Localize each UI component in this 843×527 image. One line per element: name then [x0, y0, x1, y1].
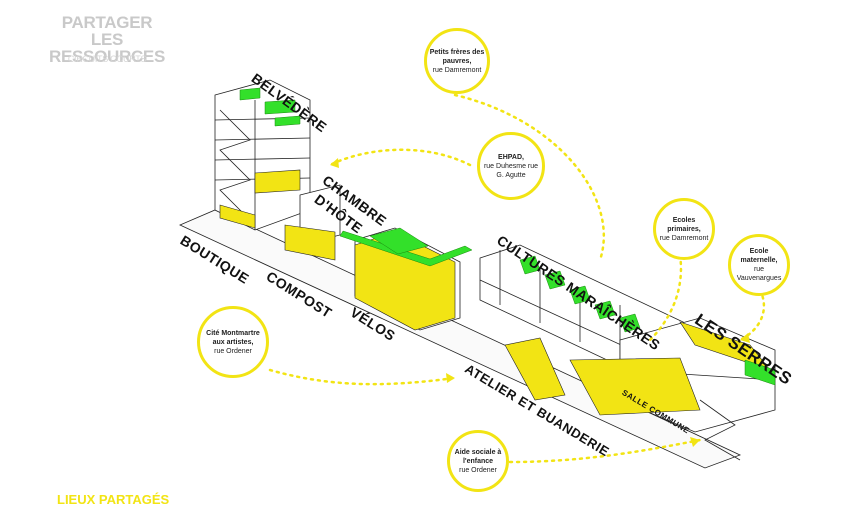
bubble-ehpad-street: rue Duhesme rue G. Agutte	[483, 162, 539, 179]
arrow-maternelle	[740, 333, 750, 343]
page-subtitle: CIRCUITS COURTS	[67, 54, 147, 64]
title-line-1: PARTAGER LES	[61, 13, 153, 49]
shared-zones	[219, 169, 771, 416]
bubble-petits-freres: Petits frères des pauvres, rue Damremont	[424, 28, 490, 94]
bubble-cite-montmartre-street: rue Ordener	[214, 347, 252, 355]
connector-petits-freres	[453, 93, 606, 262]
arrow-aide	[690, 437, 700, 447]
plot-chambre-path	[339, 230, 473, 267]
bubble-ecole-maternelle: Ecole maternelle, rue Vauvenargues	[728, 234, 790, 296]
plot-serres	[744, 359, 776, 386]
bubble-aide-sociale-street: rue Ordener	[459, 466, 497, 474]
bubble-ehpad-name: EHPAD,	[498, 153, 524, 161]
bubble-petits-freres-name: Petits frères des pauvres,	[429, 48, 485, 65]
bubble-ecoles-primaires-name: Ecoles primaires,	[667, 216, 701, 233]
title-line-2: RESSOURCES	[48, 47, 166, 66]
zone-salle-commune	[569, 357, 701, 416]
plot-cultures-5	[619, 313, 641, 333]
zone-atelier	[504, 337, 566, 401]
plot-cultures-3	[569, 285, 591, 305]
connector-cite-montmartre	[268, 368, 457, 386]
bubble-aide-sociale-name: Aide sociale à l'enfance	[454, 448, 502, 465]
bubble-cite-montmartre: Cité Montmartre aux artistes, rue Ordene…	[197, 306, 269, 378]
bubble-cite-montmartre-name: Cité Montmartre aux artistes,	[206, 329, 260, 346]
arrow-cite	[446, 373, 455, 383]
green-plots	[239, 87, 776, 386]
bubble-ecole-maternelle-street: rue Vauvenargues	[736, 266, 782, 282]
plot-cultures-1	[519, 255, 541, 275]
connector-ecole-maternelle	[738, 288, 766, 342]
zone-tower-base	[219, 204, 256, 229]
zone-boutique	[284, 224, 336, 261]
footer-label: LIEUX PARTAGÉS	[57, 492, 170, 507]
plot-cultures-2	[544, 270, 566, 290]
bubble-ecole-maternelle-name: Ecole maternelle,	[740, 248, 778, 264]
bubble-aide-sociale: Aide sociale à l'enfance rue Ordener	[447, 430, 509, 492]
arrow-ehpad	[330, 158, 339, 168]
plot-cultures-4	[594, 300, 616, 320]
bubble-ehpad: EHPAD, rue Duhesme rue G. Agutte	[477, 132, 545, 200]
bubble-ecoles-primaires-street: rue Damremont	[659, 234, 709, 242]
bubble-petits-freres-street: rue Damremont	[432, 66, 482, 74]
plot-belvedere-1	[239, 87, 261, 101]
plot-chambre-roof	[369, 227, 429, 255]
bubble-ecoles-primaires: Ecoles primaires, rue Damremont	[653, 198, 715, 260]
plot-belvedere-3	[274, 115, 301, 127]
connector-ecoles-primaires	[648, 253, 683, 342]
zone-tower-mid	[254, 169, 301, 194]
connector-arrowheads	[330, 158, 750, 447]
connector-aide-sociale	[508, 438, 702, 464]
page-title: PARTAGER LES RESSOURCES	[46, 14, 168, 65]
plot-belvedere-2	[264, 99, 296, 115]
connector-ehpad	[328, 148, 472, 167]
